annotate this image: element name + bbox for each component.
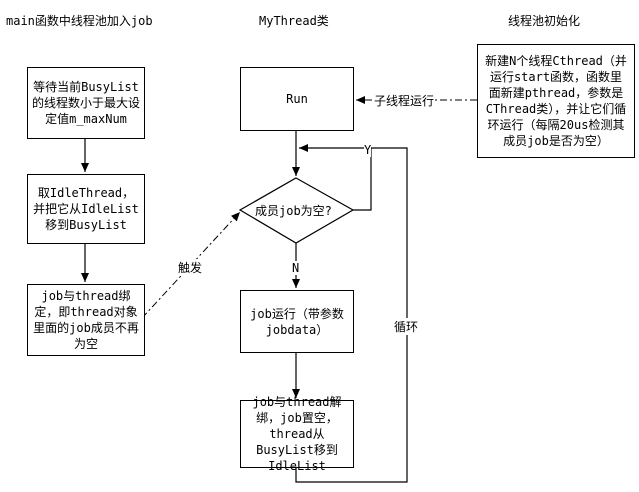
unbind-box-text: job与thread解绑，job置空，thread从BusyList移到Idle… bbox=[252, 395, 342, 473]
arrow-trigger bbox=[141, 211, 241, 319]
run-box: Run bbox=[240, 67, 354, 131]
arrow-yes-loop bbox=[299, 144, 372, 211]
label-loop: 循环 bbox=[394, 318, 419, 335]
job-run-box-text: job运行（带参数jobdata） bbox=[250, 306, 344, 337]
step-bind-job: job与thread绑定，即thread对象里面的job成员不再为空 bbox=[27, 284, 145, 356]
arrow-outer-loop bbox=[295, 147, 408, 483]
run-box-text: Run bbox=[286, 92, 308, 106]
label-child-thread-run: 子线程运行 bbox=[374, 92, 435, 109]
init-box: 新建N个线程Cthread（并运行start函数，函数里面新建pthread，参… bbox=[477, 44, 635, 158]
unbind-box: job与thread解绑，job置空，thread从BusyList移到Idle… bbox=[240, 395, 354, 473]
step-wait-busylist: 等待当前BusyList的线程数小于最大设定值m_maxNum bbox=[27, 67, 145, 139]
header-main: main函数中线程池加入job bbox=[6, 14, 153, 28]
job-run-box: job运行（带参数jobdata） bbox=[240, 290, 354, 353]
header-mythread: MyThread类 bbox=[259, 14, 329, 28]
step-wait-busylist-text: 等待当前BusyList的线程数小于最大设定值m_maxNum bbox=[32, 80, 141, 126]
decision-text: 成员job为空? bbox=[255, 204, 332, 218]
label-yes: Y bbox=[364, 143, 372, 157]
header-init: 线程池初始化 bbox=[508, 14, 581, 28]
label-no: N bbox=[292, 261, 300, 275]
init-box-text: 新建N个线程Cthread（并运行start函数，函数里面新建pthread，参… bbox=[485, 54, 627, 148]
step-take-idlethread-text: 取IdleThread，并把它从IdleList移到BusyList bbox=[33, 186, 139, 232]
label-trigger: 触发 bbox=[178, 259, 203, 276]
step-bind-job-text: job与thread绑定，即thread对象里面的job成员不再为空 bbox=[33, 289, 139, 351]
step-take-idlethread: 取IdleThread，并把它从IdleList移到BusyList bbox=[27, 174, 145, 244]
